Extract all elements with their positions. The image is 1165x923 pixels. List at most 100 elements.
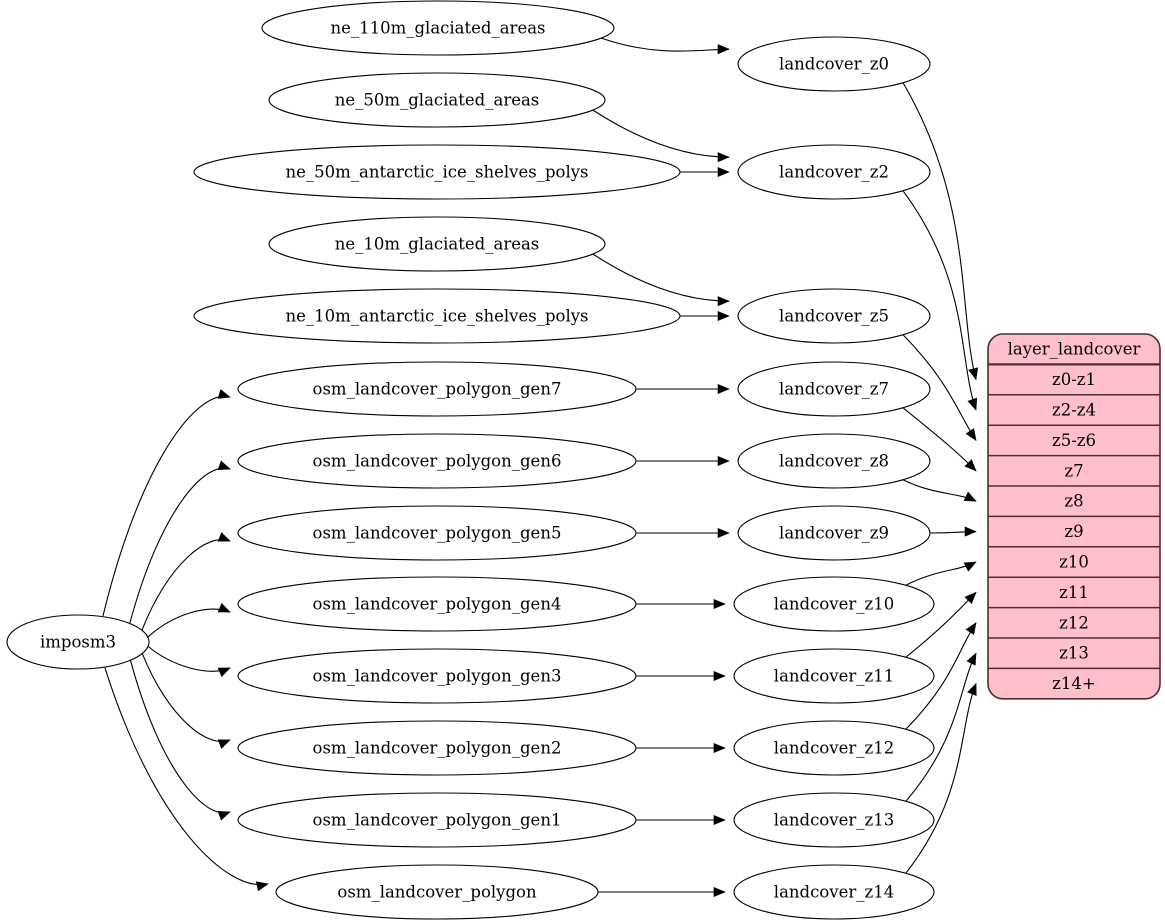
node-imposm3[interactable]: imposm3: [6, 614, 150, 670]
edge-arrowhead: [217, 389, 231, 399]
input-node-ellipse[interactable]: [237, 576, 637, 632]
table-row-z14+[interactable]: z14+: [988, 668, 1160, 698]
input-node-ellipse[interactable]: [237, 792, 637, 848]
node-landcover_z5[interactable]: landcover_z5: [737, 288, 931, 344]
input-node-ellipse[interactable]: [237, 648, 637, 704]
node-landcover_z14[interactable]: landcover_z14: [733, 864, 935, 920]
edge-imposm3-to-osm_landcover_polygon_gen5: [141, 532, 231, 631]
table-row-z10[interactable]: z10: [988, 547, 1160, 577]
edge-line: [104, 667, 269, 886]
table-row-z11[interactable]: z11: [988, 577, 1160, 607]
input-node-ellipse[interactable]: [268, 216, 606, 272]
edge-line: [905, 683, 977, 874]
edge-arrowhead: [713, 670, 726, 682]
table-row-z7[interactable]: z7: [988, 456, 1160, 486]
table-row-label: z5-z6: [1052, 431, 1096, 450]
node-landcover_z11[interactable]: landcover_z11: [733, 648, 935, 704]
node-landcover_z10[interactable]: landcover_z10: [733, 576, 935, 632]
node-ne_110m_glaciated_areas[interactable]: ne_110m_glaciated_areas: [261, 0, 615, 56]
node-label: landcover_z7: [779, 380, 889, 399]
node-landcover_z12[interactable]: landcover_z12: [733, 720, 935, 776]
edge-ne_10m_antarctic_ice_shelves_polys-to-landcover_z5: [679, 310, 730, 322]
edge-osm_landcover_polygon_gen3-to-landcover_z11: [635, 670, 726, 682]
node-ne_10m_glaciated_areas[interactable]: ne_10m_glaciated_areas: [268, 216, 606, 272]
node-label: landcover_z9: [779, 524, 889, 543]
input-node-ellipse[interactable]: [237, 505, 637, 561]
node-ne_50m_glaciated_areas[interactable]: ne_50m_glaciated_areas: [268, 72, 606, 128]
table-row-z9[interactable]: z9: [988, 516, 1160, 546]
edge-ne_10m_glaciated_areas-to-landcover_z5: [592, 253, 730, 307]
input-node-ellipse[interactable]: [237, 720, 637, 776]
node-osm_landcover_polygon[interactable]: osm_landcover_polygon: [275, 864, 599, 920]
node-label: osm_landcover_polygon_gen7: [313, 380, 562, 399]
node-label: osm_landcover_polygon: [337, 883, 537, 902]
node-ne_10m_antarctic_ice_shelves_polys[interactable]: ne_10m_antarctic_ice_shelves_polys: [193, 288, 681, 344]
table-row-z13[interactable]: z13: [988, 638, 1160, 668]
input-node-ellipse[interactable]: [237, 433, 637, 489]
edge-osm_landcover_polygon_gen2-to-landcover_z12: [635, 742, 726, 754]
table-row-label: z11: [1059, 583, 1089, 602]
node-landcover_z0[interactable]: landcover_z0: [737, 36, 931, 92]
edge-arrowhead: [963, 561, 977, 572]
table-row-z2-z4[interactable]: z2-z4: [988, 395, 1160, 425]
node-osm_landcover_polygon_gen2[interactable]: osm_landcover_polygon_gen2: [237, 720, 637, 776]
edge-landcover_z5-to-table: [902, 334, 977, 442]
mid-node-ellipse[interactable]: [737, 36, 931, 92]
edge-imposm3-to-osm_landcover_polygon_gen6: [129, 460, 231, 624]
input-node-ellipse[interactable]: [275, 864, 599, 920]
table-row-z0-z1[interactable]: z0-z1: [988, 364, 1160, 394]
node-label: landcover_z14: [774, 883, 894, 902]
edge-line: [129, 660, 231, 814]
node-osm_landcover_polygon_gen6[interactable]: osm_landcover_polygon_gen6: [237, 433, 637, 489]
source-node-ellipse[interactable]: [6, 614, 150, 670]
node-osm_landcover_polygon_gen7[interactable]: osm_landcover_polygon_gen7: [237, 361, 637, 417]
node-osm_landcover_polygon_gen1[interactable]: osm_landcover_polygon_gen1: [237, 792, 637, 848]
node-landcover_z2[interactable]: landcover_z2: [737, 144, 931, 200]
table-row-z5-z6[interactable]: z5-z6: [988, 425, 1160, 455]
input-node-ellipse[interactable]: [193, 144, 681, 200]
mid-node-ellipse[interactable]: [733, 792, 935, 848]
mid-node-ellipse[interactable]: [737, 433, 931, 489]
mid-node-ellipse[interactable]: [737, 361, 931, 417]
mid-node-ellipse[interactable]: [733, 648, 935, 704]
mid-node-ellipse[interactable]: [737, 505, 931, 561]
mid-node-ellipse[interactable]: [737, 288, 931, 344]
node-label: landcover_z0: [779, 55, 889, 74]
edge-imposm3-to-osm_landcover_polygon_gen7: [102, 389, 231, 617]
node-landcover_z8[interactable]: landcover_z8: [737, 433, 931, 489]
node-landcover_z7[interactable]: landcover_z7: [737, 361, 931, 417]
input-node-ellipse[interactable]: [237, 361, 637, 417]
edge-arrowhead: [965, 622, 977, 636]
node-osm_landcover_polygon_gen3[interactable]: osm_landcover_polygon_gen3: [237, 648, 637, 704]
edge-line: [902, 82, 977, 380]
mid-node-ellipse[interactable]: [733, 720, 935, 776]
edge-landcover_z2-to-table: [902, 190, 978, 411]
node-landcover_z9[interactable]: landcover_z9: [737, 505, 931, 561]
table-row-z8[interactable]: z8: [988, 486, 1160, 516]
edge-line: [592, 109, 730, 158]
table-layer_landcover[interactable]: layer_landcoverz0-z1z2-z4z5-z6z7z8z9z10z…: [987, 333, 1161, 700]
input-node-ellipse[interactable]: [268, 72, 606, 128]
edge-line: [146, 608, 231, 639]
edge-line: [146, 645, 231, 672]
node-landcover_z13[interactable]: landcover_z13: [733, 792, 935, 848]
edge-arrowhead: [717, 152, 730, 163]
input-node-ellipse[interactable]: [261, 0, 615, 56]
edge-line: [905, 652, 977, 802]
node-osm_landcover_polygon_gen5[interactable]: osm_landcover_polygon_gen5: [237, 505, 637, 561]
mid-node-ellipse[interactable]: [737, 144, 931, 200]
edge-arrowhead: [217, 739, 231, 749]
input-node-ellipse[interactable]: [193, 288, 681, 344]
table-row-z12[interactable]: z12: [988, 608, 1160, 638]
mid-node-ellipse[interactable]: [733, 864, 935, 920]
mid-node-ellipse[interactable]: [733, 576, 935, 632]
edge-arrowhead: [964, 591, 977, 605]
table-row-label: z8: [1064, 492, 1083, 511]
edge-osm_landcover_polygon_gen5-to-landcover_z9: [636, 527, 730, 539]
edge-landcover_z10-to-table: [905, 561, 977, 586]
node-osm_landcover_polygon_gen4[interactable]: osm_landcover_polygon_gen4: [237, 576, 637, 632]
edge-imposm3-to-osm_landcover_polygon_gen4: [146, 602, 231, 639]
node-ne_50m_antarctic_ice_shelves_polys[interactable]: ne_50m_antarctic_ice_shelves_polys: [193, 144, 681, 200]
table-row-label: z9: [1064, 522, 1083, 541]
